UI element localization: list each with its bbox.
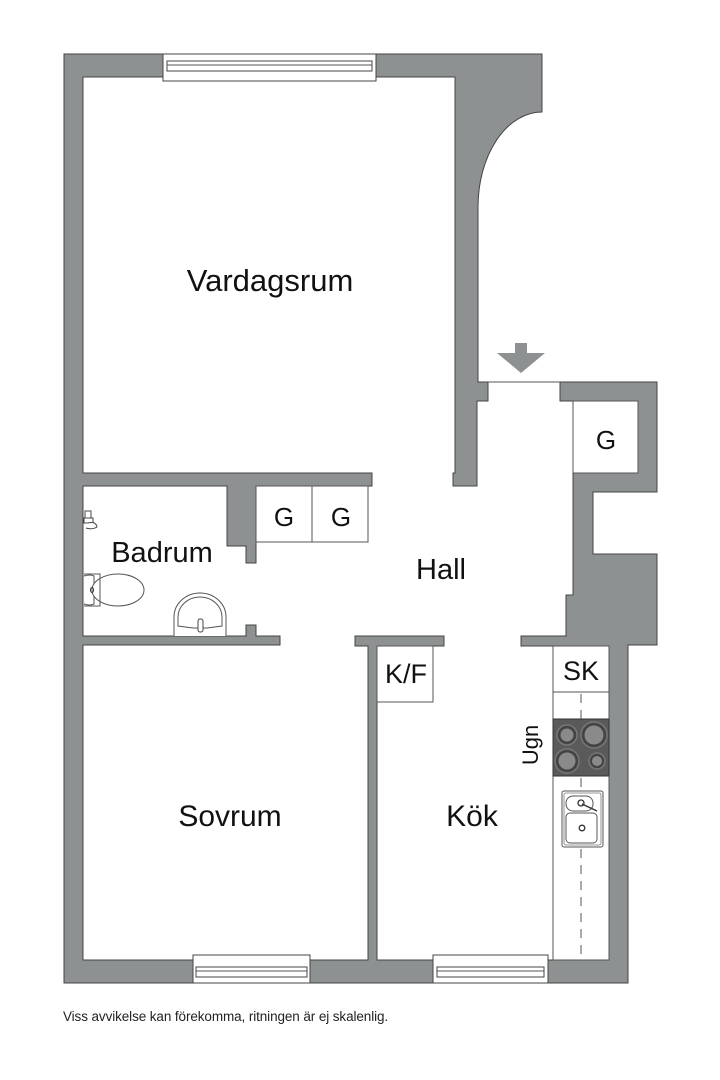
fridge-freezer-label: K/F xyxy=(385,659,427,689)
arrow-down-icon xyxy=(497,343,545,373)
closet-label-1: G xyxy=(274,502,294,532)
toilet-icon xyxy=(83,573,145,607)
oven-label: Ugn xyxy=(518,725,543,765)
room-label-hall: Hall xyxy=(416,554,466,586)
cabinet-label: SK xyxy=(563,656,599,686)
fridge-freezer xyxy=(376,645,434,703)
window-icon xyxy=(162,53,377,82)
closet-2 xyxy=(311,485,369,543)
shower-mixer-icon xyxy=(83,510,98,530)
closet-3 xyxy=(572,400,639,474)
wash-basin-icon xyxy=(173,592,227,636)
window-icon xyxy=(192,954,311,984)
stove-icon xyxy=(552,718,610,777)
room-label-bedroom: Sovrum xyxy=(178,800,281,833)
room-label-living-room: Vardagsrum xyxy=(187,263,354,298)
closet-label-2: G xyxy=(331,502,351,532)
closet-label-3: G xyxy=(596,425,616,455)
disclaimer-text: Viss avvikelse kan förekomma, ritningen … xyxy=(63,1009,389,1024)
window-icon xyxy=(432,954,549,984)
cabinet xyxy=(552,645,610,693)
room-label-kitchen: Kök xyxy=(446,800,499,833)
kitchen-sink-icon xyxy=(561,790,604,848)
room-label-bathroom: Badrum xyxy=(111,537,213,569)
